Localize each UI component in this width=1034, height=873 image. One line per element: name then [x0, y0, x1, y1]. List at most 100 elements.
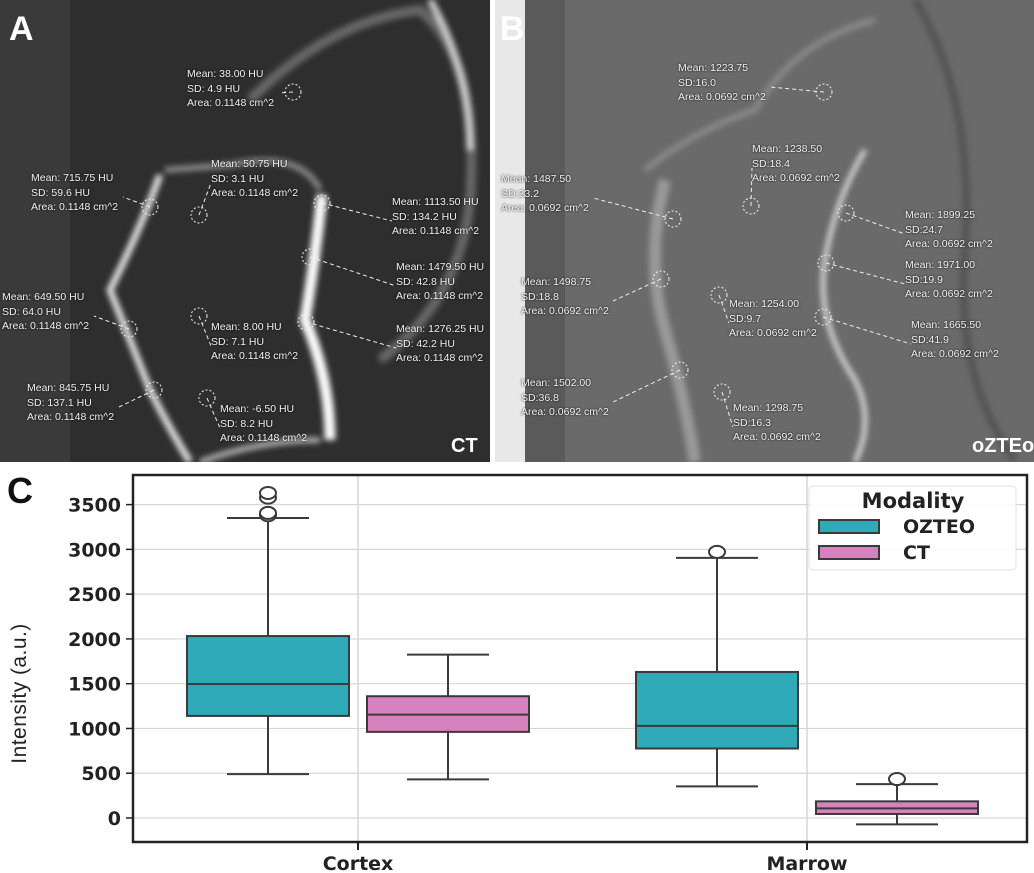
roi-circle: [190, 206, 208, 224]
roi-leader-line: [721, 391, 734, 428]
roi-area: Area: 0.1148 cm^2: [31, 201, 119, 213]
roi-mean: Mean: 715.75 HU: [31, 172, 114, 184]
roi-sd: SD:36.8: [521, 391, 559, 404]
roi-area: Area: 0.0692 cm^2: [521, 406, 609, 418]
roi-area: Area: 0.1148 cm^2: [392, 225, 480, 237]
roi-area: Area: 0.0692 cm^2: [905, 288, 993, 300]
roi-leader-line: [769, 86, 825, 93]
legend-label-ct: CT: [903, 542, 930, 564]
legend-label-ozteo: OZTEO: [903, 516, 975, 538]
roi-circle: [713, 383, 731, 401]
roi-area: Area: 0.1148 cm^2: [211, 350, 299, 362]
outlier-point: [259, 485, 277, 500]
roi-annotation: Mean: 715.75 HU SD: 59.6 HU Area: 0.1148 c…: [31, 171, 118, 215]
roi-sd: SD: 59.6 HU: [31, 186, 90, 199]
legend-title: Modality: [862, 489, 965, 513]
roi-leader-line: [845, 212, 906, 235]
roi-sd: SD: 3.1 HU: [211, 172, 265, 185]
outlier-point: [888, 772, 906, 787]
roi-circle: [817, 254, 835, 272]
y-tick-label: 3000: [68, 539, 121, 561]
box-ozteo-marrow: [635, 544, 799, 788]
roi-mean: Mean: 1479.50 HU: [396, 261, 485, 273]
roi-circle: [671, 361, 689, 379]
y-tick-label: 3500: [68, 495, 121, 517]
roi-circle: [301, 248, 319, 266]
roi-mean: Mean: 1298.75: [733, 402, 804, 414]
box-ozteo-cortex: [186, 485, 350, 776]
roi-mean: Mean: 649.50 HU: [2, 291, 85, 303]
ct-bone-image: [0, 0, 490, 462]
roi-mean: Mean: 38.00 HU: [187, 68, 264, 80]
roi-circle: [652, 270, 670, 288]
roi-annotation: Mean: 38.00 HU SD: 4.9 HU Area: 0.1148 cm^…: [187, 67, 274, 111]
roi-area: Area: 0.0692 cm^2: [521, 305, 609, 317]
roi-mean: Mean: 1254.00: [729, 298, 800, 310]
roi-leader-line: [122, 196, 151, 208]
roi-area: Area: 0.0692 cm^2: [729, 327, 817, 339]
x-tick-label-marrow: Marrow: [766, 853, 847, 873]
roi-mean: Mean: 1276.25 HU: [396, 323, 485, 335]
plot-frame: [131, 473, 1029, 844]
roi-sd: SD:16.0: [678, 76, 716, 89]
roi-area: Area: 0.0692 cm^2: [733, 431, 821, 443]
roi-circle: [198, 389, 216, 407]
roi-sd: SD: 4.9 HU: [187, 82, 241, 95]
roi-area: Area: 0.1148 cm^2: [187, 97, 275, 109]
roi-mean: Mean: 1971.00: [905, 259, 976, 271]
roi-leader-line: [309, 256, 397, 287]
roi-area: Area: 0.0692 cm^2: [678, 91, 766, 103]
y-tick-label: 500: [81, 763, 121, 785]
roi-circle: [710, 286, 728, 304]
roi-sd: SD:9.7: [729, 312, 762, 325]
roi-mean: Mean: -6.50 HU: [220, 403, 295, 415]
roi-sd: SD: 42.8 HU: [396, 275, 455, 288]
panel-b-label: B: [500, 10, 525, 48]
y-tick-label: 2500: [68, 584, 121, 606]
roi-area: Area: 0.1148 cm^2: [396, 290, 484, 302]
roi-sd: SD:19.9: [905, 273, 943, 286]
roi-leader-line: [278, 91, 294, 94]
panel-a-label: A: [9, 10, 34, 48]
roi-circle: [742, 197, 760, 215]
panel-c-label: C: [7, 470, 33, 511]
roi-mean: Mean: 1498.75: [521, 276, 592, 288]
roi-sd: SD: 7.1 HU: [211, 335, 265, 348]
roi-sd: SD: 8.2 HU: [220, 417, 274, 430]
roi-circle: [815, 83, 833, 101]
y-tick-label: 1000: [68, 718, 121, 740]
roi-sd: SD: 42.2 HU: [396, 337, 455, 350]
roi-circle: [284, 83, 302, 101]
roi-mean: Mean: 1223.75: [678, 62, 749, 74]
iqr-box: [186, 635, 350, 717]
roi-sd: SD:24.7: [905, 223, 943, 236]
roi-sd: SD: 137.1 HU: [27, 396, 92, 409]
y-tick-label: 2000: [68, 629, 121, 651]
legend-swatch-ozteo: [818, 519, 880, 534]
roi-area: Area: 0.1148 cm^2: [220, 432, 308, 444]
roi-leader-line: [718, 294, 730, 324]
roi-circle: [313, 194, 331, 212]
roi-area: Area: 0.0692 cm^2: [752, 172, 840, 184]
roi-circle: [190, 307, 208, 325]
roi-sd: SD: 64.0 HU: [2, 305, 61, 318]
roi-mean: Mean: 1487.50: [501, 173, 572, 185]
roi-sd: SD:18.4: [752, 157, 790, 170]
x-tick-label-cortex: Cortex: [323, 853, 394, 873]
roi-mean: Mean: 845.75 HU: [27, 382, 110, 394]
outlier-point: [259, 505, 277, 520]
